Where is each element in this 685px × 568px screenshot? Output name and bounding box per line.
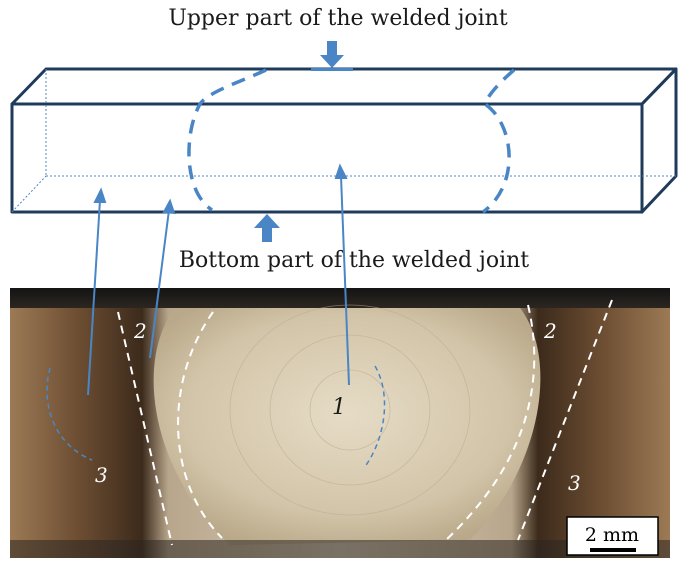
bottom-caption: Bottom part of the welded joint	[179, 248, 529, 273]
scale-bar: 2 mm	[566, 516, 659, 556]
bottom-arrow-icon	[254, 214, 280, 242]
weld-nugget	[153, 308, 541, 545]
zone-2-left-label: 2	[133, 319, 147, 343]
micrograph-panel	[10, 288, 670, 558]
micrograph-zone-boundaries	[117, 299, 613, 546]
top-arrow-icon	[311, 41, 353, 71]
box-hidden-edges	[11, 69, 676, 213]
micrograph-blue-arcs	[46, 365, 386, 469]
box-top-face	[10, 67, 678, 106]
zone-leader-lines	[87, 163, 350, 396]
box-side-face	[640, 67, 678, 214]
upper-caption: Upper part of the welded joint	[168, 6, 508, 31]
zone-3-right-label: 3	[568, 471, 581, 495]
zone-3-left-label: 3	[95, 463, 108, 487]
specimen-box	[10, 67, 678, 214]
weld-zone-outline	[187, 68, 516, 214]
scale-bar-label: 2 mm	[585, 524, 639, 546]
box-front-face	[10, 102, 644, 214]
zone-1-label: 1	[332, 395, 346, 420]
zone-2-right-label: 2	[543, 319, 557, 343]
